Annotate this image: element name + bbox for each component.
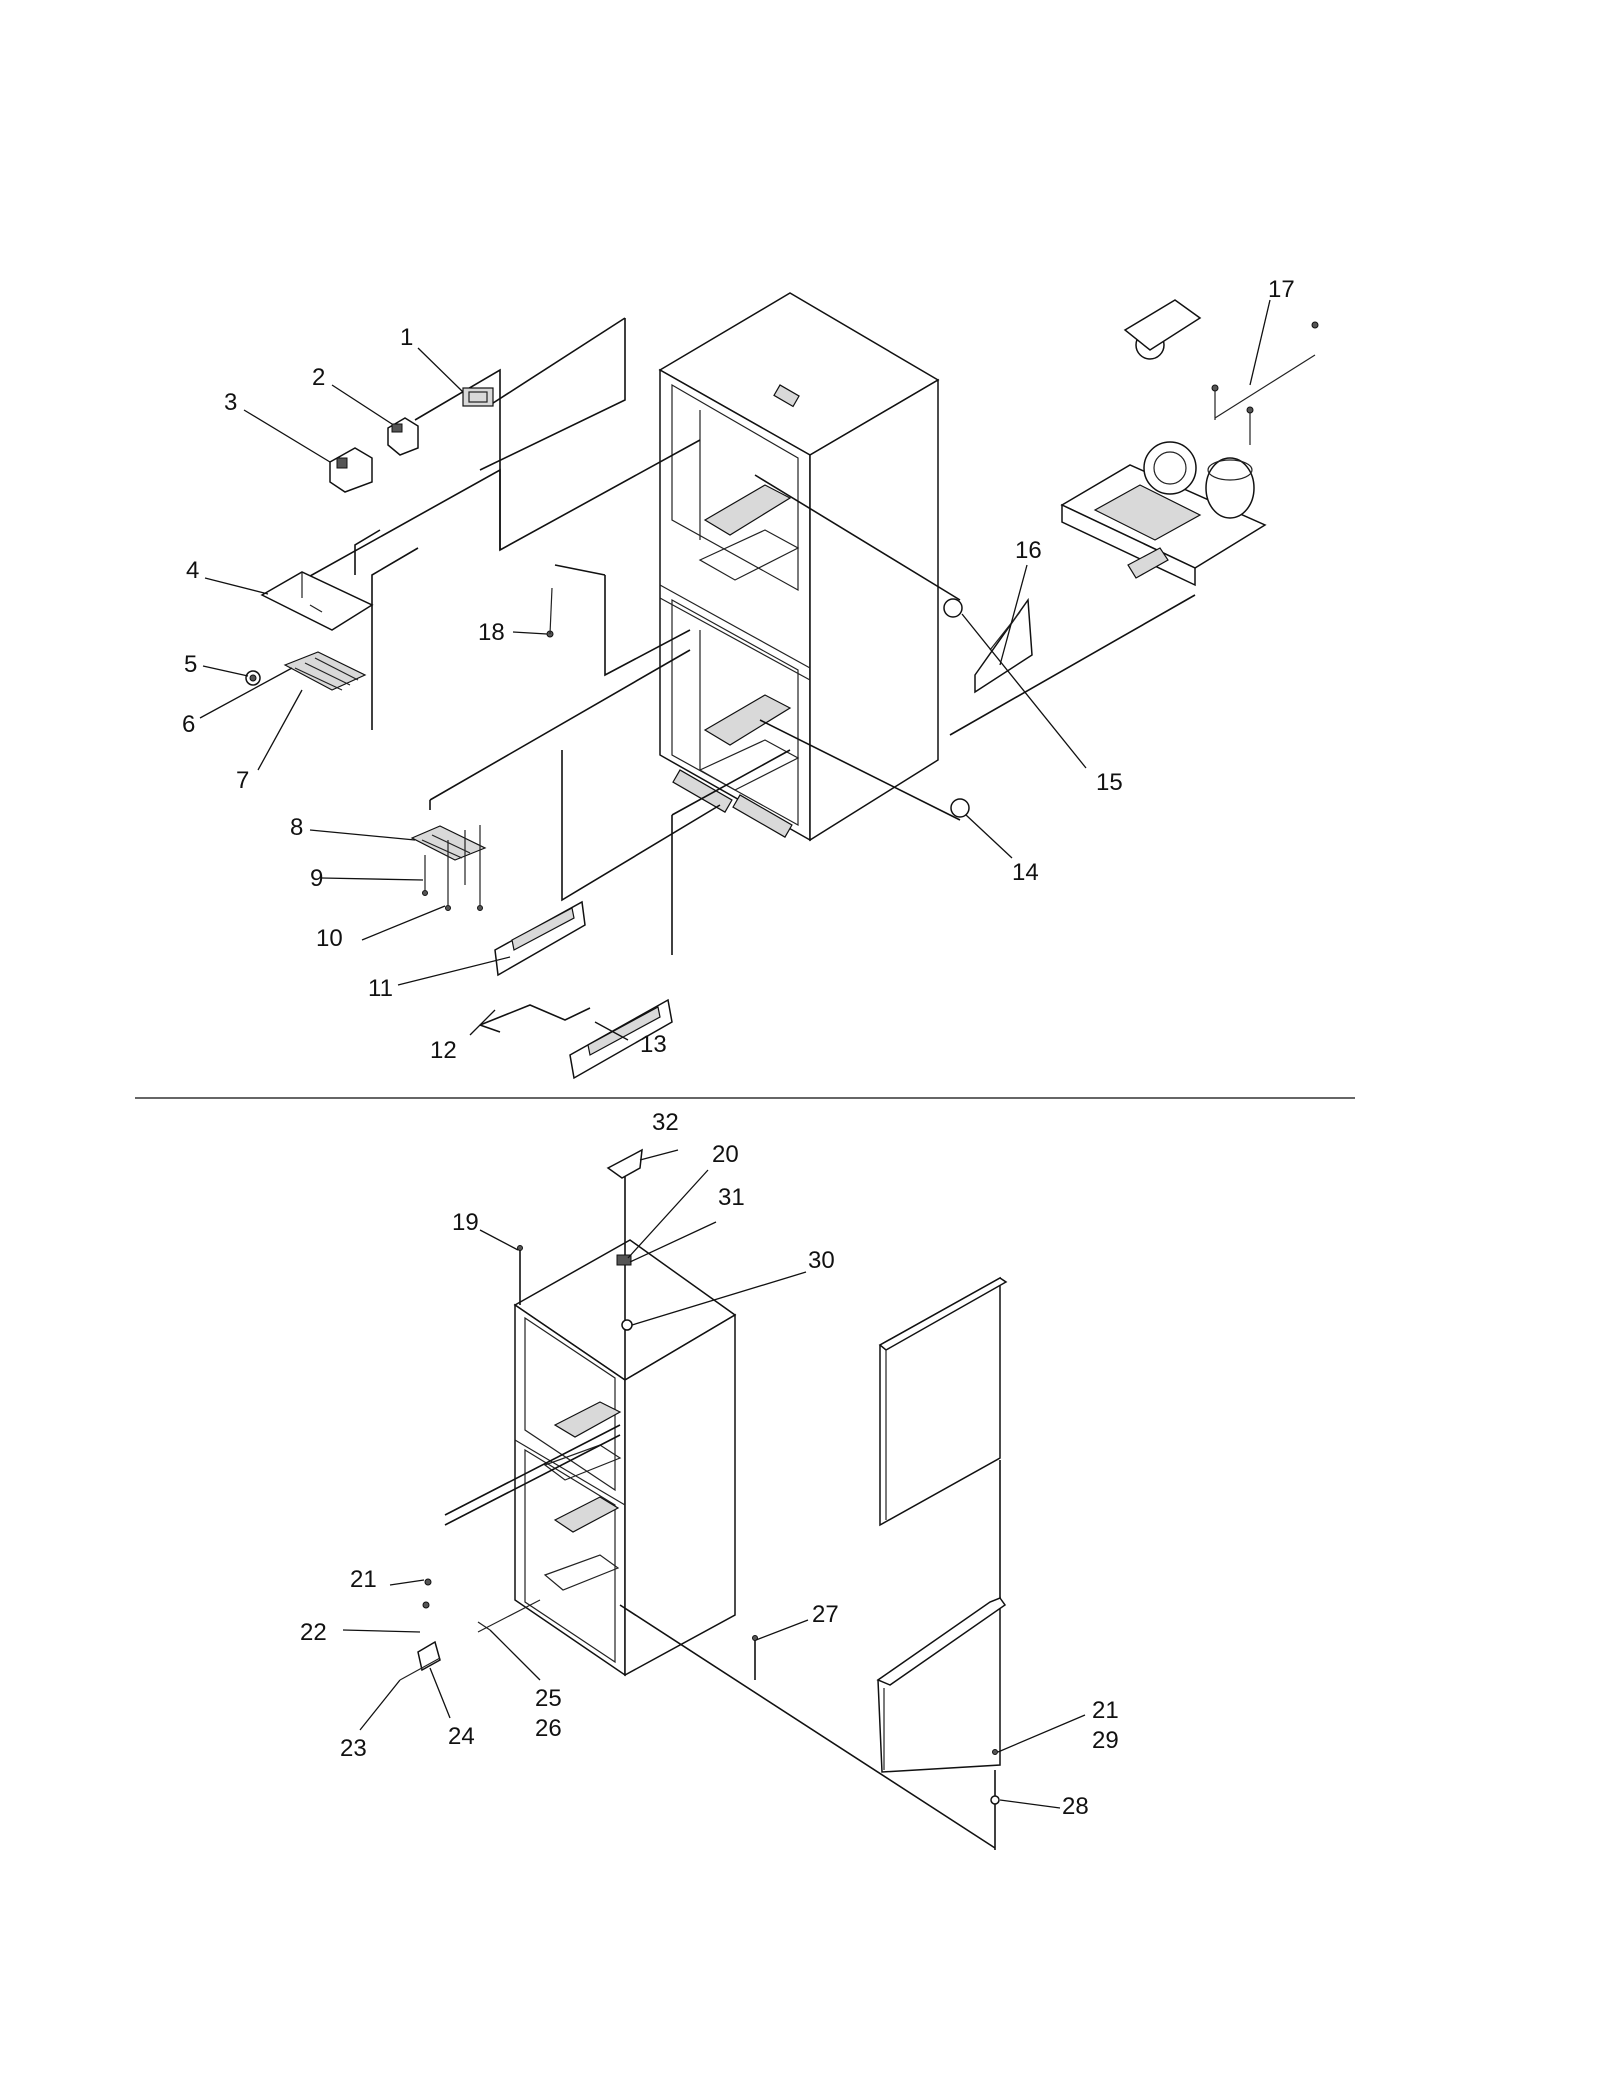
part-1-bracket — [462, 387, 494, 407]
assembly-lines-bottom — [444, 1170, 1001, 1850]
callout-30: 30 — [808, 1247, 835, 1274]
callout-9: 9 — [310, 865, 323, 892]
refrigerator-door-lower — [876, 1596, 1007, 1773]
cabinet-upper — [658, 292, 940, 842]
cabinet-lower — [513, 1239, 737, 1677]
callout-32: 32 — [652, 1109, 679, 1136]
callout-12: 12 — [430, 1037, 457, 1064]
callout-4: 4 — [186, 557, 199, 584]
callout-5: 5 — [184, 651, 197, 678]
callout-6: 6 — [182, 711, 195, 738]
callout-18: 18 — [478, 619, 505, 646]
callout-25: 25 — [535, 1685, 562, 1712]
callout-29: 29 — [1092, 1727, 1119, 1754]
part-14-bulb — [950, 798, 970, 818]
callout-10: 10 — [316, 925, 343, 952]
callout-15: 15 — [1096, 769, 1123, 796]
part-16-panel — [974, 597, 1033, 694]
part-2-control — [387, 417, 419, 456]
part-12-outline — [479, 1004, 591, 1033]
part-3-housing — [329, 447, 373, 493]
callout-26: 26 — [535, 1715, 562, 1742]
callout-22: 22 — [300, 1619, 327, 1646]
callout-27: 27 — [812, 1601, 839, 1628]
callout-28: 28 — [1062, 1793, 1089, 1820]
freezer-door-upper — [878, 1276, 1008, 1527]
part-6-7-shelf — [283, 651, 367, 691]
hinge-hardware — [399, 1148, 1000, 1805]
callout-14: 14 — [1012, 859, 1039, 886]
callout-2: 2 — [312, 364, 325, 391]
part-17-compressor-assembly — [1060, 299, 1319, 587]
callout-31: 31 — [718, 1184, 745, 1211]
callout-19: 19 — [452, 1209, 479, 1236]
part-18-screw — [546, 587, 554, 638]
part-15-bulb — [943, 598, 963, 618]
callout-24: 24 — [448, 1723, 475, 1750]
callout-1: 1 — [400, 324, 413, 351]
part-5-knob — [245, 670, 261, 686]
callout-21-upper: 21 — [350, 1566, 377, 1593]
callout-16: 16 — [1015, 537, 1042, 564]
callout-23: 23 — [340, 1735, 367, 1762]
callout-13: 13 — [640, 1031, 667, 1058]
callout-17: 17 — [1268, 276, 1295, 303]
callout-11: 11 — [368, 975, 393, 1002]
part-4-cover — [260, 571, 374, 631]
callout-8: 8 — [290, 814, 303, 841]
callout-20: 20 — [712, 1141, 739, 1168]
callout-labels: 1 2 3 4 5 6 7 8 9 10 11 12 13 14 15 16 1… — [182, 276, 1295, 1820]
part-9-10-screws — [422, 825, 483, 911]
assembly-lines-top — [284, 317, 1196, 955]
part-11-rail — [494, 900, 586, 977]
callout-3: 3 — [224, 389, 237, 416]
callout-leaders — [199, 299, 1271, 1809]
callout-21-lower: 21 — [1092, 1697, 1119, 1724]
part-13-rail — [569, 998, 673, 1080]
callout-7: 7 — [236, 767, 249, 794]
